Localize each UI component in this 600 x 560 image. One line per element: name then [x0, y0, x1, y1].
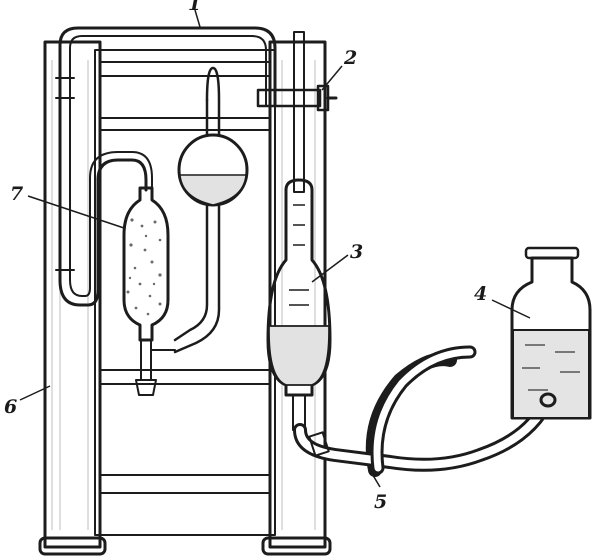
stand-crossbar-middle	[99, 369, 271, 385]
stand-left-leg	[43, 40, 102, 549]
stand-crossbar-bottom	[99, 474, 271, 494]
stand-crossbar-top	[99, 61, 271, 77]
label-3: 3	[350, 241, 363, 263]
label-1: 1	[188, 0, 201, 15]
burette-liquid	[268, 325, 330, 386]
stand	[38, 40, 332, 556]
rubber-hose	[293, 345, 555, 477]
label-5: 5	[374, 491, 387, 513]
label-2: 2	[343, 47, 357, 69]
label-4: 4	[474, 283, 487, 305]
leader-lines	[19, 9, 531, 488]
stand-right-leg	[268, 40, 327, 549]
measuring-burette	[266, 31, 332, 431]
upper-bulb-liquid	[179, 174, 247, 206]
top-connecting-tube	[55, 26, 277, 282]
upper-bulb	[173, 66, 249, 354]
label-6: 6	[4, 396, 17, 418]
reservoir-bottle	[510, 246, 592, 420]
stand-crossbar-upper	[99, 117, 271, 131]
stand-back-panel	[94, 49, 276, 536]
clamp	[256, 84, 338, 112]
label-7: 7	[10, 183, 23, 205]
stand-right-foot	[261, 536, 332, 556]
stand-left-foot	[38, 536, 107, 556]
reaction-vessel	[122, 186, 176, 396]
u-tube-to-reactor	[58, 151, 153, 307]
reactor-granules	[126, 218, 162, 316]
